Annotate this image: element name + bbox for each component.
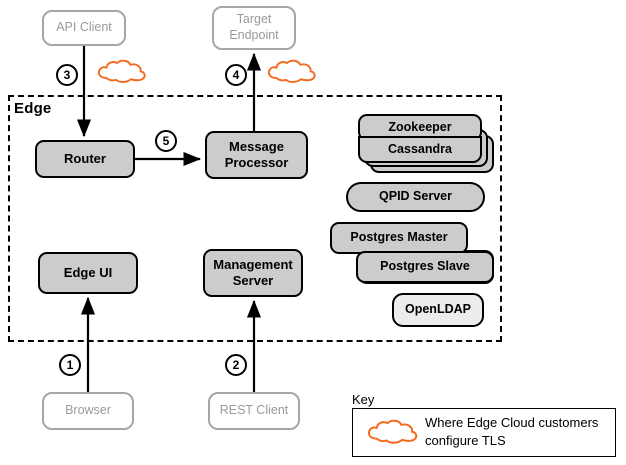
node-postgres-master-label: Postgres Master <box>350 230 448 245</box>
node-openldap-label: OpenLDAP <box>405 302 471 317</box>
node-message-processor-label-line2: Processor <box>224 155 289 170</box>
step-marker-2[interactable]: 2 <box>225 354 247 376</box>
node-cassandra-label: Cassandra <box>388 141 452 156</box>
node-postgres-slave-label: Postgres Slave <box>380 259 470 274</box>
cloud-step-4-icon <box>267 59 316 83</box>
node-browser[interactable]: Browser <box>42 392 134 430</box>
node-message-processor[interactable]: Message Processor <box>205 131 308 179</box>
node-api-client-label: API Client <box>56 20 112 35</box>
node-management-server-label-line2: Server <box>232 273 274 288</box>
key-description: Where Edge Cloud customers configure TLS <box>425 414 613 449</box>
node-management-server[interactable]: Management Server <box>203 249 303 297</box>
node-openldap[interactable]: OpenLDAP <box>392 293 484 327</box>
node-zookeeper-label: Zookeeper <box>388 119 452 134</box>
node-rest-client-label: REST Client <box>219 403 289 418</box>
step-marker-4[interactable]: 4 <box>225 64 247 86</box>
node-target-endpoint-label-line2: Endpoint <box>229 28 279 42</box>
node-postgres-slave[interactable]: Postgres Slave <box>356 251 494 283</box>
node-rest-client[interactable]: REST Client <box>208 392 300 430</box>
cloud-step-3-icon <box>97 59 146 83</box>
key-description-line1: Where Edge Cloud customers <box>425 415 599 430</box>
node-edge-ui-label: Edge UI <box>63 264 113 280</box>
node-edge-ui[interactable]: Edge UI <box>38 252 138 294</box>
step-marker-5[interactable]: 5 <box>155 130 177 152</box>
node-qpid-server-label: QPID Server <box>379 189 452 204</box>
node-browser-label: Browser <box>65 403 111 418</box>
key-description-line2: configure TLS <box>425 432 506 448</box>
node-router-label: Router <box>64 150 106 166</box>
node-target-endpoint[interactable]: Target Endpoint <box>212 6 296 50</box>
node-postgres-master[interactable]: Postgres Master <box>330 222 468 254</box>
node-api-client[interactable]: API Client <box>42 10 126 46</box>
node-target-endpoint-label-line1: Target <box>236 12 272 27</box>
node-message-processor-label-line1: Message <box>229 138 284 154</box>
node-router[interactable]: Router <box>35 140 135 178</box>
edge-container-label: Edge <box>14 100 52 117</box>
step-marker-3[interactable]: 3 <box>56 64 78 86</box>
node-management-server-label-line1: Management <box>213 256 293 272</box>
node-qpid-server[interactable]: QPID Server <box>346 182 485 212</box>
step-marker-1[interactable]: 1 <box>59 354 81 376</box>
node-cassandra[interactable]: Cassandra <box>358 136 482 163</box>
key-heading: Key <box>352 392 375 407</box>
